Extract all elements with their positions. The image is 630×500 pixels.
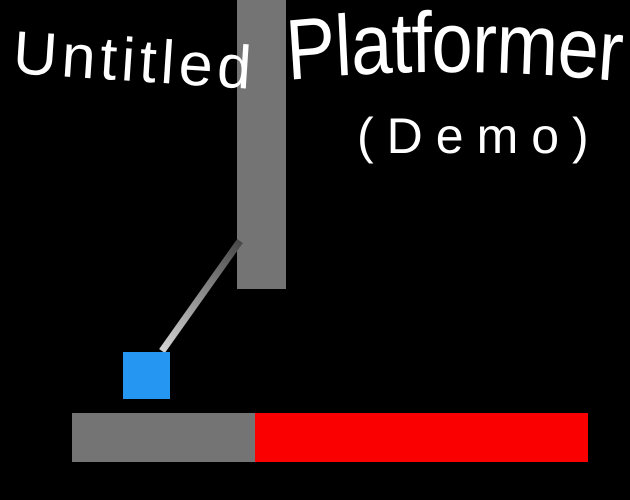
rope — [159, 238, 243, 354]
hazard-platform — [255, 413, 588, 462]
player-square — [123, 352, 170, 399]
ground-platform — [72, 413, 255, 462]
game-title-line1: Untitled — [11, 18, 258, 102]
game-title-line2: Platformer — [283, 0, 626, 100]
pillar-platform — [237, 0, 286, 289]
game-title-line2-text: Platformer — [283, 0, 627, 100]
game-subtitle: (Demo) — [357, 108, 602, 164]
